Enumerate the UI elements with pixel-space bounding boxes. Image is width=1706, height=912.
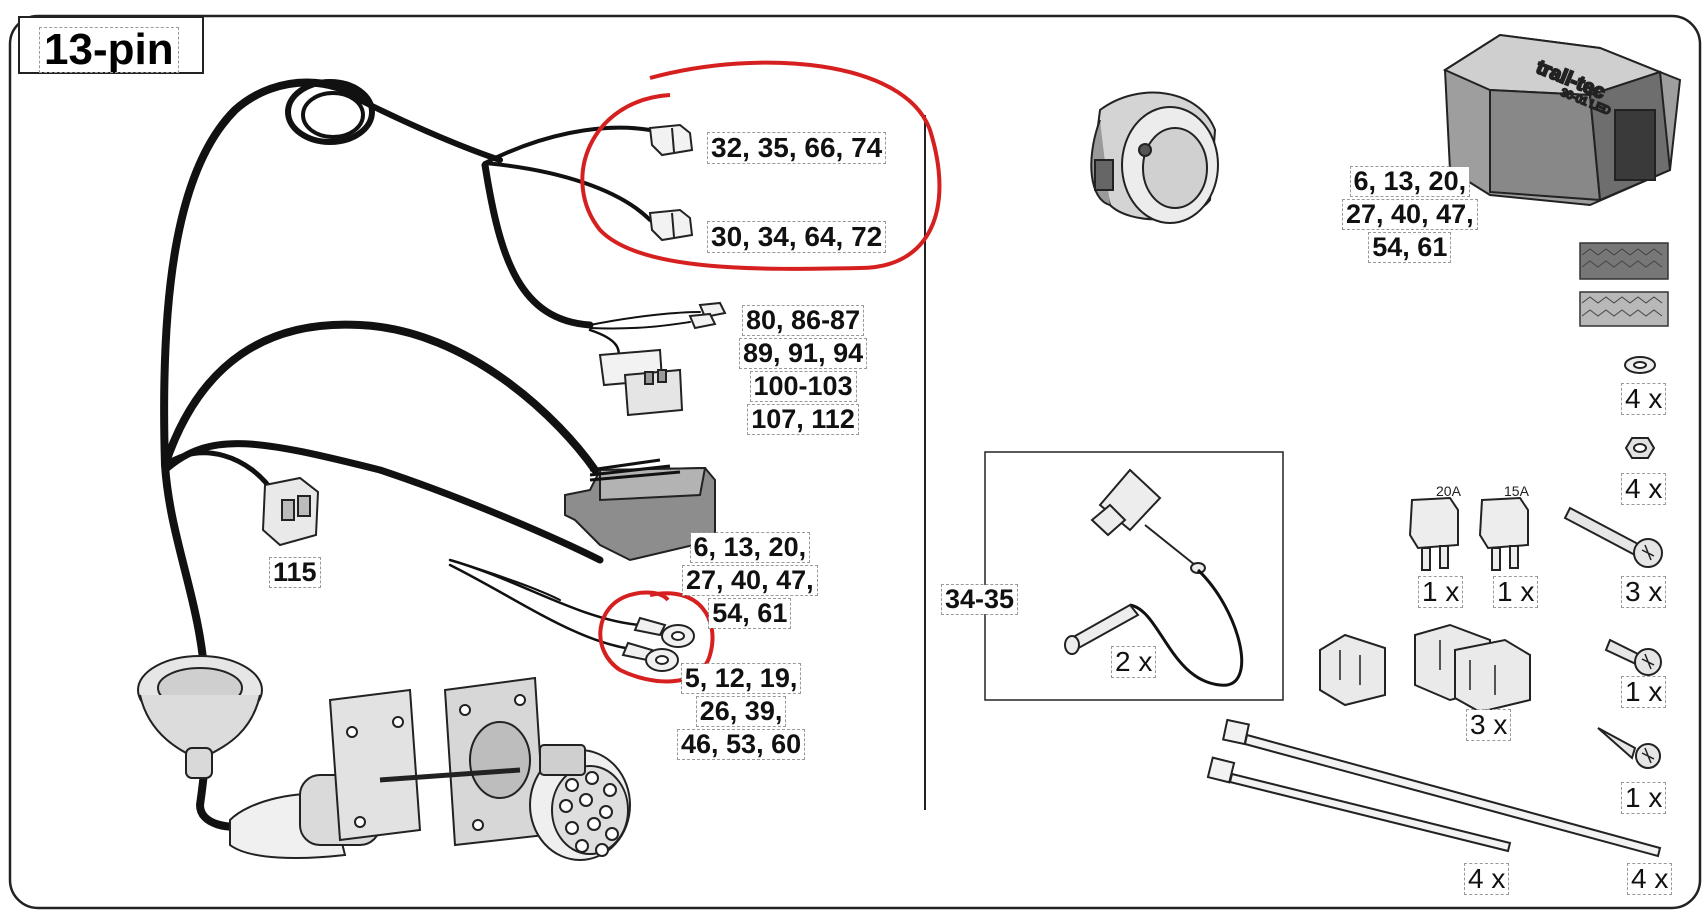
label-line: 89, 91, 94	[738, 338, 868, 369]
trailer-socket	[1090, 91, 1219, 224]
label-line: 1 x	[1492, 576, 1539, 608]
label-line: 107, 112	[747, 404, 859, 435]
two-pin-plug	[261, 476, 320, 547]
label-line: 80, 86-87	[741, 305, 865, 336]
fuse-holders	[1319, 623, 1531, 714]
label-screw-qty: 1 x	[1620, 782, 1667, 817]
label-line: 5, 12, 19,	[680, 663, 802, 694]
label-line: 4 x	[1626, 863, 1673, 895]
label-bolt-long-qty: 3 x	[1620, 576, 1667, 611]
screw	[1597, 727, 1661, 769]
cable-tie-long	[1221, 718, 1662, 858]
label-fuse-15a-qty: 1 x	[1492, 576, 1539, 611]
nut	[1624, 437, 1656, 459]
label-fast-connector-top: 32, 35, 66, 74	[706, 132, 887, 167]
label-line: 4 x	[1620, 473, 1667, 505]
control-module: trail-tec 30-01 LED	[1442, 33, 1682, 207]
label-line: 4 x	[1620, 383, 1667, 415]
label-line: 6, 13, 20,	[1349, 166, 1471, 197]
label-fuse-20a-qty: 1 x	[1417, 576, 1464, 611]
fast-connector-top	[648, 123, 694, 157]
ring-terminals	[621, 616, 695, 672]
label-line: 3 x	[1465, 709, 1512, 741]
vehicle-connector	[564, 458, 716, 562]
label-line: 6, 13, 20,	[689, 532, 811, 563]
bolt-short	[1604, 638, 1662, 676]
fuse-15a	[1478, 496, 1529, 571]
label-line: 54, 61	[1368, 232, 1452, 263]
label-ring-terminals: 5, 12, 19, 26, 39, 46, 53, 60	[676, 663, 806, 763]
grommet	[137, 655, 263, 779]
socket-assembly	[229, 676, 631, 861]
label-line: 100-103	[749, 371, 857, 402]
label-line: 32, 35, 66, 74	[706, 132, 887, 164]
fuse-15a-label: 15A	[1504, 483, 1529, 499]
label-line: 26, 39,	[695, 696, 787, 727]
label-line: 4 x	[1463, 863, 1510, 895]
tap-wire	[1129, 568, 1244, 687]
label-line: 2 x	[1110, 646, 1157, 678]
label-fast-connector-bottom: 30, 34, 64, 72	[706, 221, 887, 256]
fast-connector-bottom	[648, 208, 694, 242]
tap-fuse-pin	[1064, 603, 1140, 655]
label-line: 27, 40, 47,	[1342, 199, 1478, 230]
label-tap-qty: 2 x	[1110, 646, 1157, 681]
label-two-pin-plug: 115	[269, 557, 321, 591]
label-line: 54, 61	[708, 598, 792, 629]
label-line: 3 x	[1620, 576, 1667, 608]
outer-frame	[8, 14, 1702, 910]
label-module: 6, 13, 20, 27, 40, 47, 54, 61	[1342, 166, 1478, 266]
label-line: 1 x	[1417, 576, 1464, 608]
bolt-long	[1563, 506, 1663, 568]
label-line: 1 x	[1620, 676, 1667, 708]
label-line: 115	[269, 557, 321, 588]
title-box: 13-pin	[18, 16, 204, 74]
label-bolt-short-qty: 1 x	[1620, 676, 1667, 711]
aux-plugs	[598, 301, 727, 417]
label-holder-qty: 3 x	[1465, 709, 1512, 744]
label-line: 46, 53, 60	[676, 729, 806, 760]
label-nut-qty: 4 x	[1620, 473, 1667, 508]
highlight-circle-rings	[598, 590, 715, 684]
label-line: 34-35	[940, 584, 1019, 615]
label-tie-short-qty: 4 x	[1463, 863, 1510, 898]
fuse-20a	[1408, 496, 1459, 571]
label-vehicle-connector: 6, 13, 20, 27, 40, 47, 54, 61	[682, 532, 818, 632]
label-tie-long-qty: 4 x	[1626, 863, 1673, 898]
page-title: 13-pin	[39, 27, 179, 73]
label-washer-qty: 4 x	[1620, 383, 1667, 418]
washer	[1624, 356, 1656, 374]
cable-tie-short	[1206, 756, 1512, 853]
label-line: 27, 40, 47,	[682, 565, 818, 596]
label-line: 1 x	[1620, 782, 1667, 814]
highlight-circle-connectors	[580, 60, 942, 271]
label-tap-kit: 34-35	[940, 584, 1019, 618]
label-line: 30, 34, 64, 72	[706, 221, 887, 253]
label-aux-plugs: 80, 86-87 89, 91, 94 100-103 107, 112	[738, 305, 868, 438]
tap-kit-box	[984, 451, 1284, 701]
fuse-20a-label: 20A	[1436, 483, 1461, 499]
tap-connector	[1090, 468, 1206, 574]
